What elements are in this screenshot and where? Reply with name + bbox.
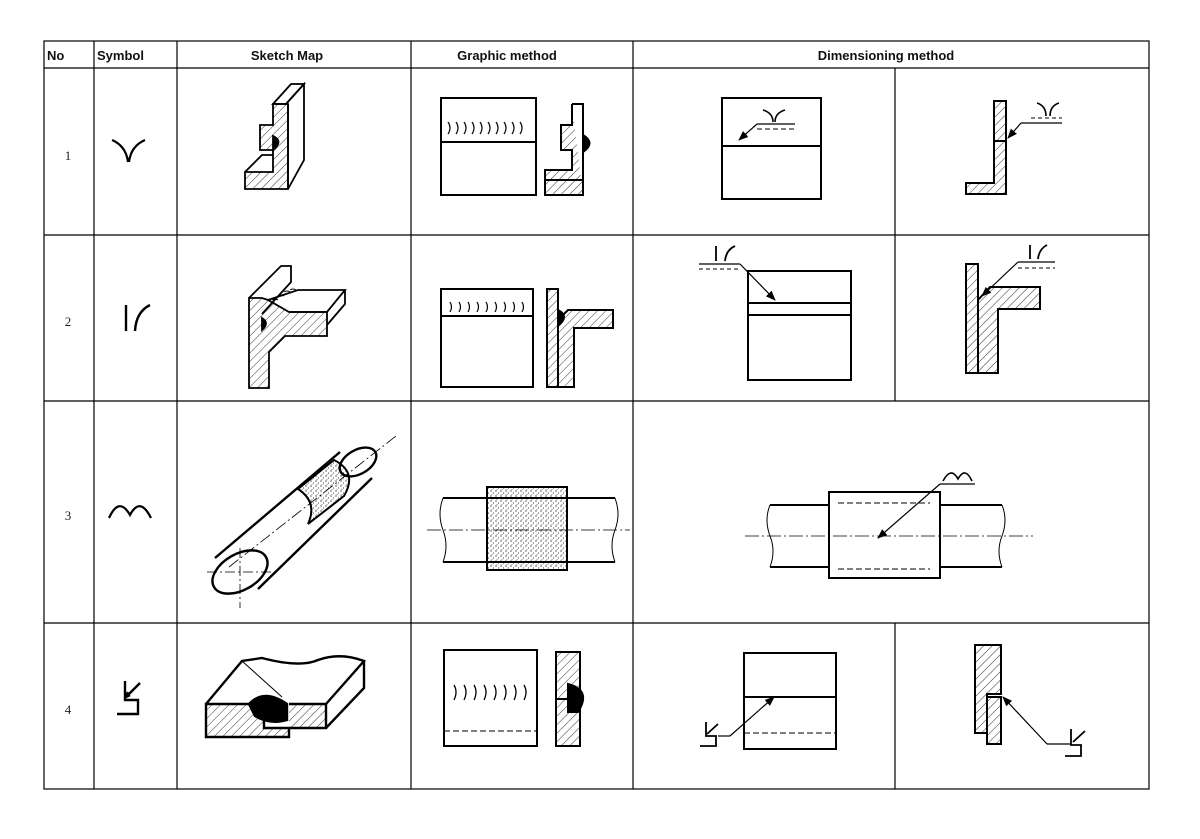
row-number: 1 <box>65 148 72 163</box>
dimension-row1-section <box>965 100 1062 195</box>
row-number: 2 <box>65 314 72 329</box>
sketch-row1 <box>244 81 307 190</box>
header-dimensioning-method: Dimensioning method <box>818 48 955 63</box>
header-sketch-map: Sketch Map <box>251 48 323 63</box>
row-number: 3 <box>65 508 72 523</box>
dimension-row2-front <box>699 245 852 381</box>
dimension-row2-section <box>965 244 1055 374</box>
dimension-row1-front <box>721 97 822 200</box>
sketch-row3 <box>207 435 397 608</box>
flare-v-groove-weld-icon <box>111 138 146 163</box>
graphic-row1 <box>440 97 591 196</box>
dimension-row3 <box>745 472 1033 579</box>
dimension-row4-front <box>700 652 837 750</box>
row-number: 4 <box>65 702 72 717</box>
sketch-row2 <box>248 265 347 389</box>
graphic-row2 <box>440 288 614 388</box>
header-no: No <box>47 48 64 63</box>
header-symbol: Symbol <box>97 48 144 63</box>
header-graphic-method: Graphic method <box>457 48 557 63</box>
graphic-row3 <box>427 486 630 571</box>
flare-bevel-groove-weld-icon <box>124 303 151 332</box>
table-grid <box>43 40 1150 790</box>
edge-flange-weld-icon <box>117 681 141 716</box>
sketch-row4 <box>204 655 367 739</box>
dimension-row4-section <box>974 644 1086 757</box>
surfacing-weld-icon <box>107 505 152 519</box>
graphic-row4 <box>443 649 585 747</box>
